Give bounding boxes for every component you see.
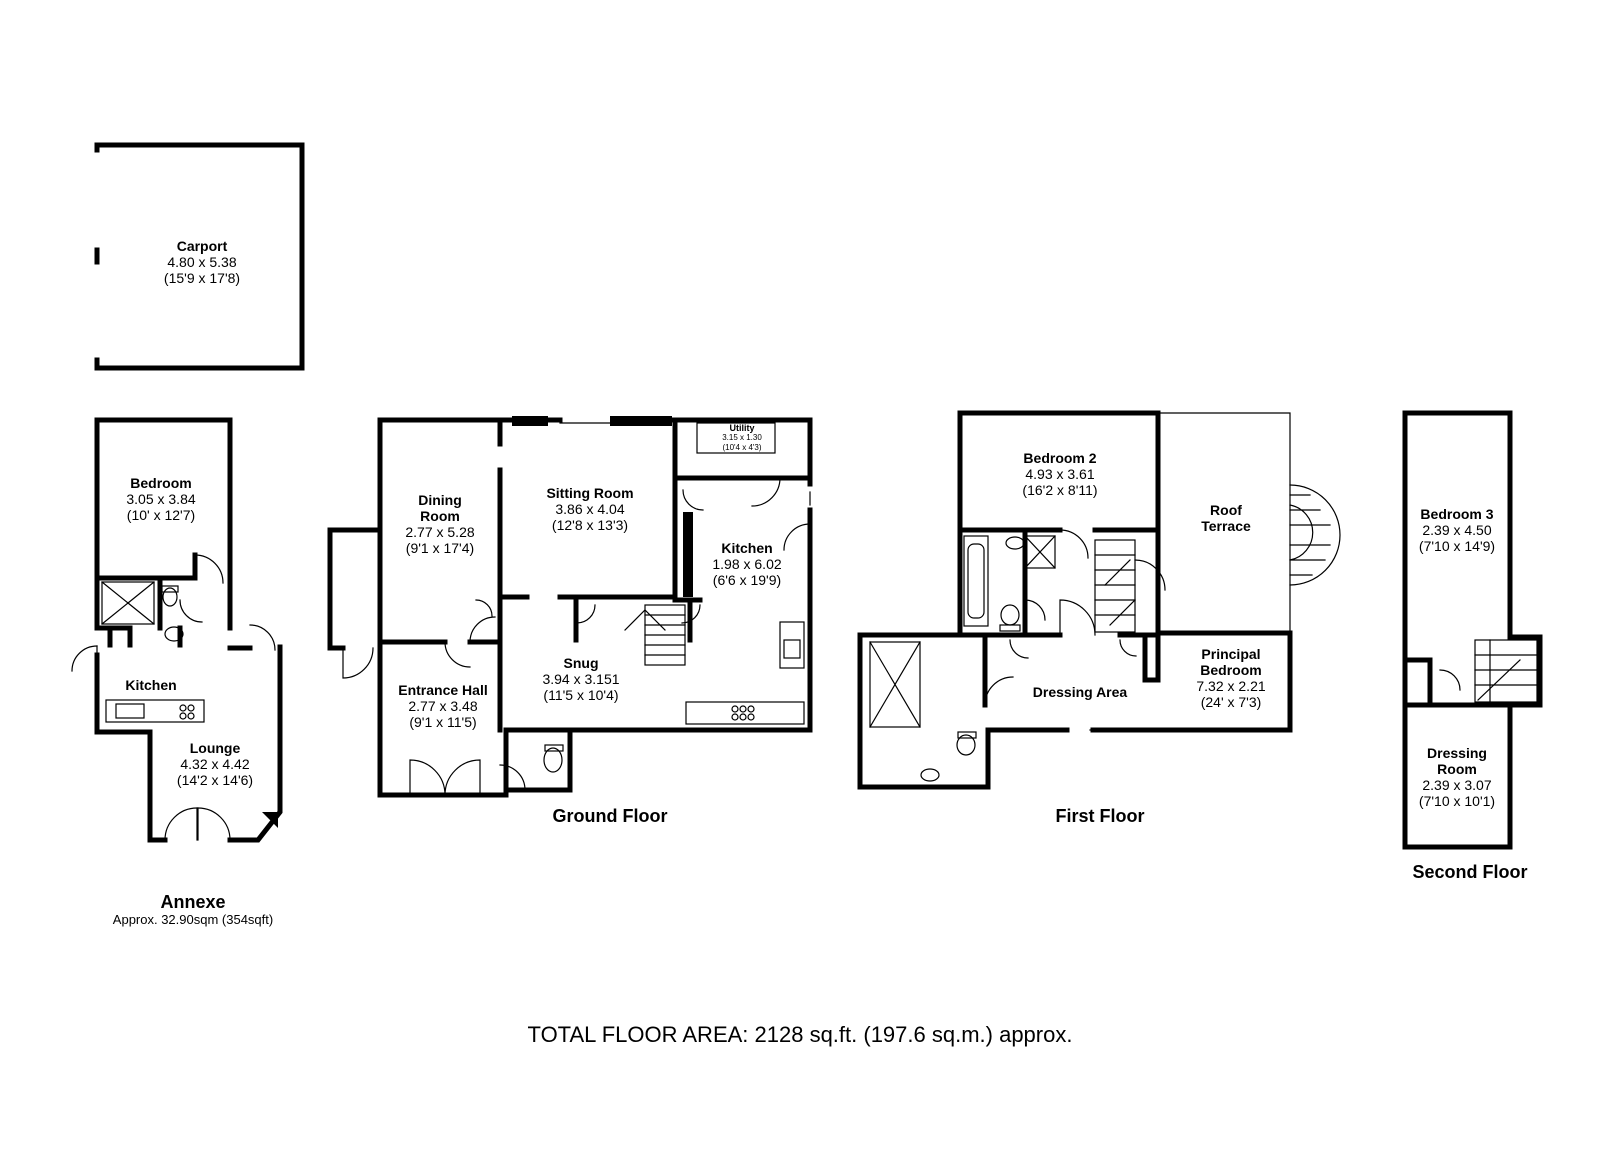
room-name: Bedroom 2	[1023, 450, 1097, 466]
second-floor-fixtures	[1439, 412, 1538, 848]
floor-title-annexe: Annexe	[160, 892, 226, 912]
room-dimensions-metric: 3.15 x 1.30	[722, 433, 762, 443]
room-snug: Snug 3.94 x 3.151 (11'5 x 10'4)	[542, 655, 619, 703]
ground-floor-chimney-blocks	[512, 416, 693, 597]
room-name: Dressing Area	[1032, 684, 1128, 700]
room-dimensions-imperial: (24' x 7'3)	[1200, 694, 1262, 711]
room-sitting-room: Sitting Room 3.86 x 4.04 (12'8 x 13'3)	[546, 485, 633, 533]
room-dimensions-metric: 3.86 x 4.04	[555, 501, 625, 518]
ground-floor-fixtures	[342, 422, 811, 796]
room-dimensions-metric: 2.77 x 3.48	[408, 698, 478, 715]
room-dimensions-metric: 3.05 x 3.84	[126, 491, 196, 508]
ground-floor-walls	[327, 417, 813, 798]
room-dimensions-imperial: (7'10 x 14'9)	[1418, 538, 1496, 555]
room-dimensions-metric: 4.32 x 4.42	[180, 756, 250, 773]
room-dimensions-metric: 4.80 x 5.38	[167, 254, 237, 271]
room-roof-terrace: Roof Terrace	[1201, 502, 1251, 534]
annexe-walls	[94, 417, 283, 843]
floor-title-first: First Floor	[1055, 806, 1145, 826]
room-dimensions-metric: 2.39 x 3.07	[1422, 777, 1492, 794]
room-dimensions-imperial: (10'4 x 4'3)	[722, 442, 762, 452]
room-dimensions-metric: 2.77 x 5.28	[405, 524, 475, 541]
room-annexe-lounge: Lounge 4.32 x 4.42 (14'2 x 14'6)	[177, 740, 253, 788]
total-floor-area: TOTAL FLOOR AREA: 2128 sq.ft. (197.6 sq.…	[527, 1022, 1073, 1047]
floor-title-second: Second Floor	[1412, 862, 1528, 882]
room-name-line-1: Principal	[1201, 646, 1261, 662]
room-bedroom-2: Bedroom 2 4.93 x 3.61 (16'2 x 8'11)	[1022, 450, 1097, 498]
room-annexe-kitchen: Kitchen	[125, 677, 176, 693]
annexe-fixtures	[71, 554, 276, 841]
room-dimensions-imperial: (10' x 12'7)	[126, 507, 196, 524]
room-dimensions-imperial: (12'8 x 13'3)	[551, 517, 629, 534]
room-name: Utility	[729, 423, 755, 433]
room-bedroom-3: Bedroom 3 2.39 x 4.50 (7'10 x 14'9)	[1419, 506, 1495, 554]
room-kitchen: Kitchen 1.98 x 6.02 (6'6 x 19'9)	[712, 540, 781, 588]
first-floor-fixtures	[869, 412, 1341, 788]
room-dimensions-metric: 2.39 x 4.50	[1422, 522, 1492, 539]
annexe-area: Approx. 32.90sqm (354sqft)	[112, 912, 274, 927]
room-name: Carport	[176, 238, 228, 254]
room-dimensions-metric: 3.94 x 3.151	[542, 671, 620, 688]
room-entrance-hall: Entrance Hall 2.77 x 3.48 (9'1 x 11'5)	[398, 682, 487, 730]
room-utility: Utility 3.15 x 1.30 (10'4 x 4'3)	[722, 423, 762, 452]
room-name: Entrance Hall	[398, 682, 488, 698]
room-annexe-bedroom: Bedroom 3.05 x 3.84 (10' x 12'7)	[126, 475, 195, 523]
room-name: Bedroom	[130, 475, 192, 491]
room-name-line-1: Roof	[1210, 502, 1242, 518]
carport-walls	[94, 142, 305, 371]
room-dimensions-metric: 7.32 x 2.21	[1196, 678, 1266, 695]
room-principal-bedroom: Principal Bedroom 7.32 x 2.21 (24' x 7'3…	[1196, 646, 1265, 710]
room-name: Lounge	[189, 740, 241, 756]
floor-title-ground: Ground Floor	[552, 806, 668, 826]
room-name-line-2: Room	[420, 508, 460, 525]
room-dressing-area: Dressing Area	[1033, 684, 1127, 700]
room-name: Snug	[563, 655, 599, 671]
room-dimensions-metric: 1.98 x 6.02	[712, 556, 782, 573]
room-carport: Carport 4.80 x 5.38 (15'9 x 17'8)	[164, 238, 240, 286]
room-name: Kitchen	[721, 540, 773, 556]
room-name-line-2: Bedroom	[1200, 662, 1262, 679]
room-dimensions-metric: 4.93 x 3.61	[1025, 466, 1095, 483]
room-name-line-2: Terrace	[1201, 518, 1251, 535]
room-name-line-1: Dressing	[1427, 745, 1487, 761]
room-dimensions-imperial: (7'10 x 10'1)	[1418, 793, 1496, 810]
room-name-line-2: Room	[1437, 761, 1477, 778]
room-dimensions-imperial: (9'1 x 17'4)	[405, 540, 475, 557]
room-dressing-room: Dressing Room 2.39 x 3.07 (7'10 x 10'1)	[1419, 745, 1495, 809]
annexe-chimney	[262, 812, 278, 828]
room-dimensions-imperial: (11'5 x 10'4)	[543, 687, 619, 704]
room-dimensions-imperial: (14'2 x 14'6)	[176, 772, 254, 789]
room-dimensions-imperial: (15'9 x 17'8)	[163, 270, 241, 287]
room-dining-room: Dining Room 2.77 x 5.28 (9'1 x 17'4)	[405, 492, 474, 556]
room-name-line-1: Dining	[418, 492, 462, 508]
room-name: Sitting Room	[546, 485, 634, 501]
room-dimensions-imperial: (9'1 x 11'5)	[409, 714, 477, 731]
room-dimensions-imperial: (6'6 x 19'9)	[712, 572, 782, 589]
room-name: Kitchen	[125, 677, 177, 693]
room-dimensions-imperial: (16'2 x 8'11)	[1022, 482, 1098, 499]
room-name: Bedroom 3	[1420, 506, 1494, 522]
